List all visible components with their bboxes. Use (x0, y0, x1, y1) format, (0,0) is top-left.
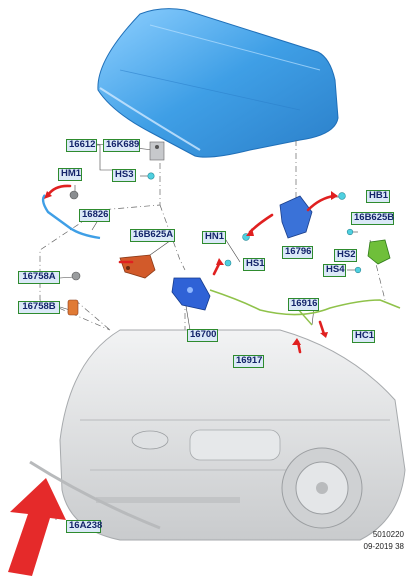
front-bumper (59, 329, 406, 541)
label-hn1: HN1 (202, 231, 226, 244)
label-hs4: HS4 (323, 264, 346, 277)
cable-16826 (41, 194, 101, 240)
label-16b625b: 16B625B (351, 212, 394, 225)
label-hs3: HS3 (112, 169, 136, 182)
reference-code: 5010220 (372, 530, 404, 539)
label-16a238: 16A238 (66, 520, 102, 533)
striker-16796 (279, 195, 313, 239)
label-16758a: 16758A (18, 271, 60, 284)
label-hs1: HS1 (243, 258, 265, 271)
hood-latch-16700 (171, 277, 211, 311)
label-16700: 16700 (187, 329, 218, 342)
bracket-16b625b (367, 239, 391, 265)
label-hc1: HC1 (352, 330, 375, 343)
label-hs2: HS2 (334, 249, 357, 262)
hood-panel (97, 8, 339, 158)
label-16917: 16917 (233, 355, 264, 368)
clip-hb1 (338, 192, 346, 200)
hood-hinge (149, 141, 165, 161)
latch-bracket-16b625a (119, 254, 156, 279)
label-hm1: HM1 (58, 168, 82, 181)
bump-stop-16758a (71, 271, 81, 281)
label-16b625a: 16B625A (130, 229, 175, 242)
label-hb1: HB1 (366, 190, 390, 203)
label-16916: 16916 (288, 298, 319, 311)
big-red-pointer-arrow (8, 478, 66, 576)
red-arrowheads (44, 191, 338, 345)
label-16758b: 16758B (18, 301, 60, 314)
label-16612: 16612 (66, 139, 97, 152)
reference-date: 09-2019 38 (363, 542, 404, 551)
label-16826: 16826 (79, 209, 110, 222)
bump-stop-16758b (67, 299, 79, 316)
grommet-hm1 (69, 190, 79, 200)
label-16796: 16796 (282, 246, 313, 259)
release-cable (209, 289, 401, 316)
clip-hs1 (224, 259, 232, 267)
grille-strip-16a238 (29, 460, 161, 530)
label-16k689: 16K689 (103, 139, 140, 152)
clip-hs3 (147, 172, 155, 180)
